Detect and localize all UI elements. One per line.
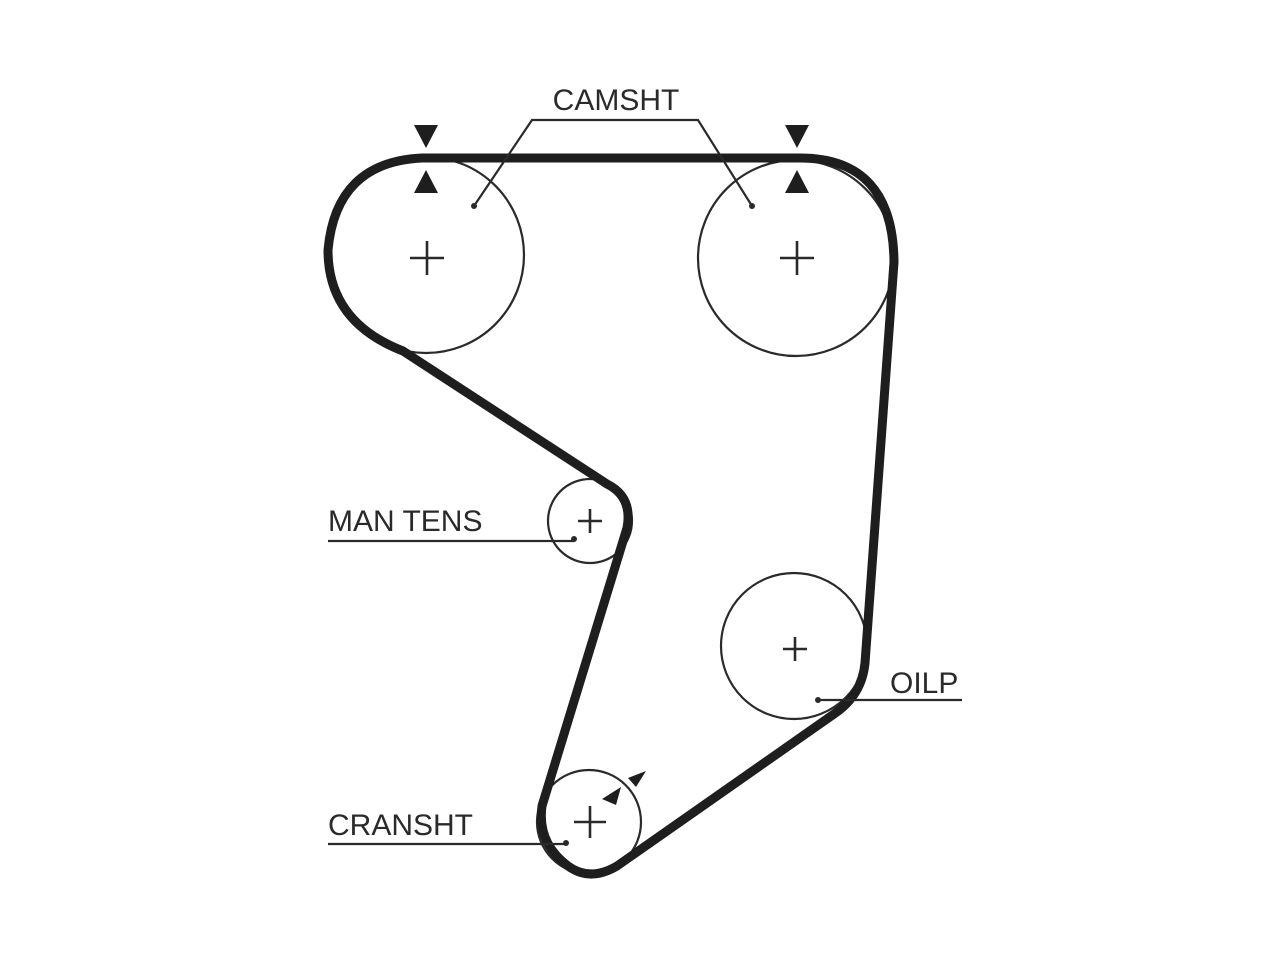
- tensioner-leader-dot: [571, 536, 577, 542]
- camshaft-left-center-cross: [410, 241, 444, 275]
- camshaft-right-leader-dot: [749, 203, 755, 209]
- crankshaft-timing-mark-outer: [628, 771, 646, 787]
- camshaft-label: CAMSHT: [553, 84, 680, 117]
- tensioner-center-cross: [578, 509, 602, 533]
- oil-pump-label: OILP: [890, 667, 958, 700]
- crankshaft-leader-dot: [563, 840, 569, 846]
- camshaft-left-timing-mark-bottom: [414, 170, 438, 193]
- camshaft-right-timing-mark-bottom: [785, 170, 809, 193]
- timing-belt: [323, 153, 899, 879]
- crankshaft-timing-mark-inner: [602, 787, 621, 805]
- crankshaft-label: CRANSHT: [328, 809, 473, 842]
- tensioner-label: MAN TENS: [328, 505, 482, 538]
- camshaft-leader-line: [473, 118, 753, 207]
- camshaft-left-timing-mark-top: [414, 125, 438, 148]
- oil-pump-center-cross: [783, 637, 807, 661]
- oil-pump-leader-dot: [815, 697, 821, 703]
- crankshaft-center-cross: [574, 806, 606, 838]
- camshaft-left-leader-dot: [471, 203, 477, 209]
- camshaft-right-timing-mark-top: [785, 125, 809, 148]
- camshaft-right-center-cross: [780, 241, 814, 275]
